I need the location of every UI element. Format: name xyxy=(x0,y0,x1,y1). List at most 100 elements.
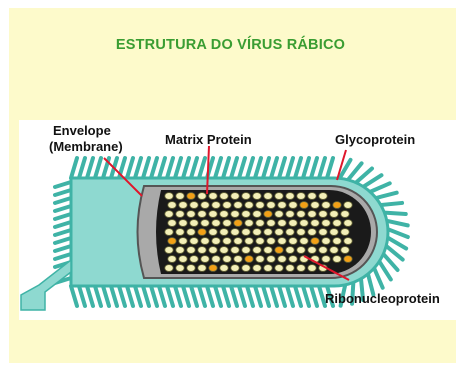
label-glycoprotein: Glycoprotein xyxy=(335,132,415,148)
spike xyxy=(215,286,221,306)
rnp-bead xyxy=(289,220,297,227)
spike xyxy=(55,238,71,243)
rnp-bead xyxy=(245,238,253,245)
spike xyxy=(167,158,173,178)
spike xyxy=(55,230,71,235)
spike xyxy=(247,158,253,178)
spike xyxy=(303,158,309,178)
rnp-bead xyxy=(242,193,250,200)
spike xyxy=(215,158,221,178)
spike xyxy=(55,198,71,203)
rnp-bead xyxy=(190,220,198,227)
spike xyxy=(167,286,173,306)
spike xyxy=(143,286,149,306)
spike xyxy=(127,158,133,178)
rnp-bead xyxy=(223,238,231,245)
rnp-bead xyxy=(319,229,327,236)
spike xyxy=(55,182,71,187)
rnp-bead xyxy=(165,247,173,254)
spike xyxy=(388,229,408,237)
spike xyxy=(183,286,189,306)
virus-figure: Envelope (Membrane) Matrix Protein Glyco… xyxy=(19,120,456,320)
rnp-bead xyxy=(286,229,294,236)
rnp-bead xyxy=(330,247,338,254)
spike xyxy=(363,175,381,187)
rnp-bead xyxy=(212,202,220,209)
rnp-bead xyxy=(289,238,297,245)
spike xyxy=(71,158,77,178)
spike xyxy=(55,254,71,259)
rnp-bead xyxy=(242,247,250,254)
rnp-bead xyxy=(220,229,228,236)
rnp-bead xyxy=(278,256,286,263)
ribonucleoprotein-coil xyxy=(165,193,352,272)
rnp-bead xyxy=(311,238,319,245)
label-matrix-protein: Matrix Protein xyxy=(165,132,252,148)
rnp-bead xyxy=(286,193,294,200)
rnp-bead xyxy=(322,220,330,227)
rnp-bead xyxy=(300,220,308,227)
rnp-bead xyxy=(289,202,297,209)
spike xyxy=(279,286,285,306)
rnp-bead xyxy=(234,238,242,245)
rnp-bead xyxy=(297,247,305,254)
rnp-bead xyxy=(308,229,316,236)
rnp-bead xyxy=(297,193,305,200)
rnp-bead xyxy=(289,256,297,263)
rnp-bead xyxy=(278,238,286,245)
rnp-bead xyxy=(242,265,250,272)
spike xyxy=(135,158,141,178)
spike xyxy=(127,286,133,306)
rnp-bead xyxy=(201,238,209,245)
rnp-bead xyxy=(165,211,173,218)
spike xyxy=(247,286,253,306)
spike xyxy=(55,246,71,251)
rnp-bead xyxy=(275,193,283,200)
rnp-bead xyxy=(231,193,239,200)
spike xyxy=(55,190,71,195)
rnp-bead xyxy=(179,202,187,209)
rnp-bead xyxy=(308,211,316,218)
rnp-bead xyxy=(223,256,231,263)
rnp-bead xyxy=(344,256,352,263)
rnp-bead xyxy=(223,202,231,209)
rnp-bead xyxy=(308,265,316,272)
rnp-bead xyxy=(198,247,206,254)
spike xyxy=(87,158,93,178)
rnp-bead xyxy=(168,238,176,245)
spike xyxy=(199,286,205,306)
rnp-bead xyxy=(176,229,184,236)
rnp-bead xyxy=(231,229,239,236)
spike xyxy=(311,158,317,178)
rnp-bead xyxy=(187,211,195,218)
spike xyxy=(295,158,301,178)
rnp-bead xyxy=(275,211,283,218)
rnp-bead xyxy=(234,220,242,227)
rnp-bead xyxy=(187,229,195,236)
rnp-bead xyxy=(187,265,195,272)
spike xyxy=(135,286,141,306)
spike xyxy=(175,286,181,306)
spike xyxy=(327,158,333,178)
rnp-bead xyxy=(319,193,327,200)
rnp-bead xyxy=(209,211,217,218)
rnp-bead xyxy=(176,265,184,272)
rnp-bead xyxy=(209,229,217,236)
rnp-bead xyxy=(333,202,341,209)
rnp-bead xyxy=(168,220,176,227)
spike xyxy=(374,268,383,288)
rnp-bead xyxy=(234,256,242,263)
spike xyxy=(231,286,237,306)
label-envelope: Envelope xyxy=(53,123,111,139)
label-ribonucleoprotein: Ribonucleoprotein xyxy=(325,291,440,307)
rnp-bead xyxy=(286,265,294,272)
tail-stub xyxy=(21,260,71,310)
spike xyxy=(223,286,229,306)
rnp-bead xyxy=(344,238,352,245)
rnp-bead xyxy=(275,247,283,254)
rnp-bead xyxy=(322,256,330,263)
rnp-bead xyxy=(330,229,338,236)
rnp-bead xyxy=(256,238,264,245)
spike xyxy=(379,261,391,279)
spike xyxy=(263,286,269,306)
